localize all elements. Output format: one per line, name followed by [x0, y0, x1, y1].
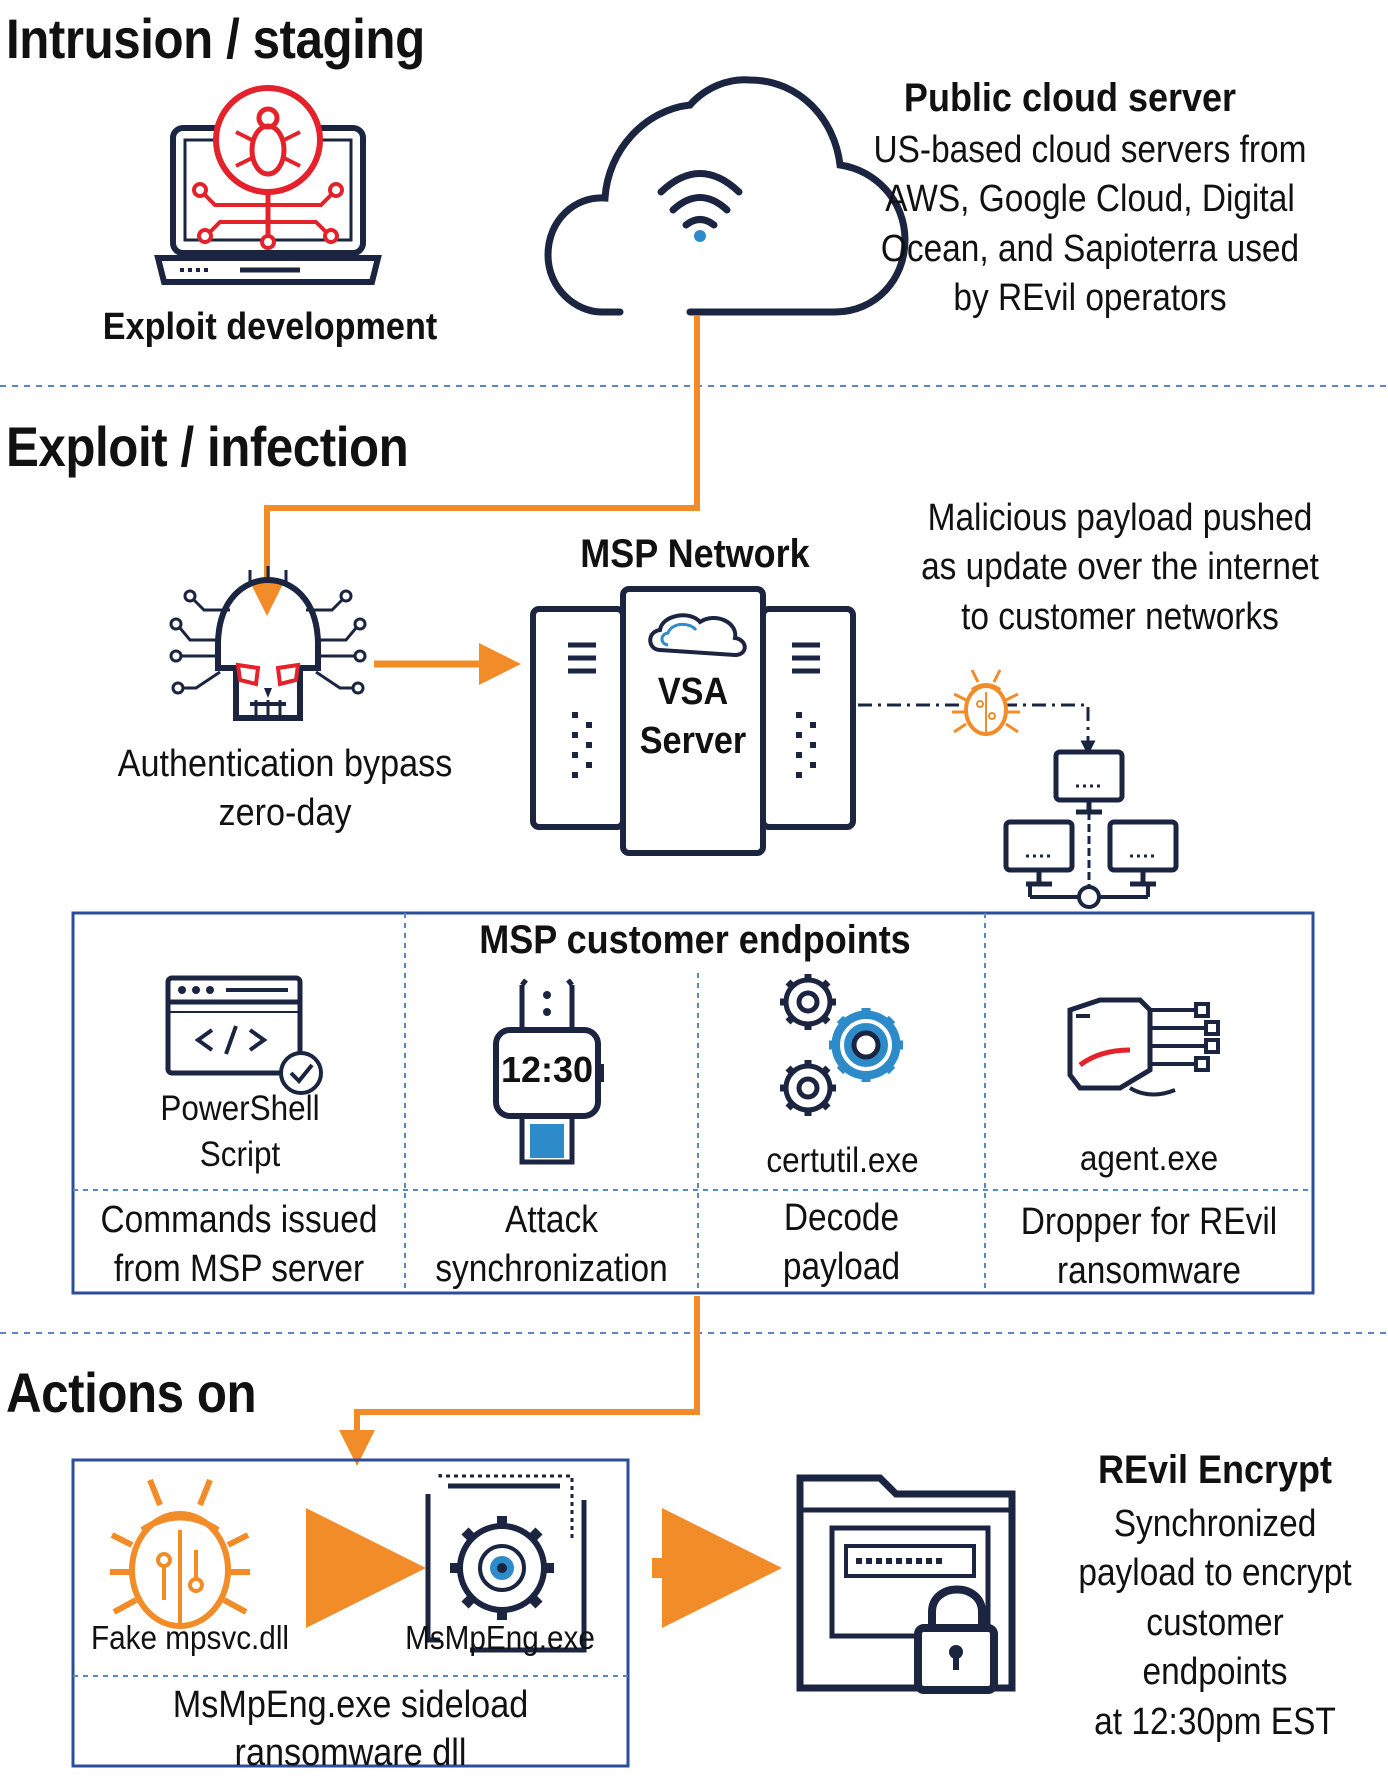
section-title-exploit: Exploit / infection: [6, 415, 409, 478]
connector-cloud-to-exploit: [249, 316, 700, 616]
cloud-wifi-icon: [544, 76, 909, 316]
encrypted-folder-icon: [796, 1474, 1016, 1694]
endpoints-table: [71, 911, 1315, 1295]
smartwatch-icon: [493, 978, 604, 1165]
endpoint-desc-dropper: Dropper for REvil ransomware: [1020, 1201, 1278, 1292]
endpoint-desc-commands: Commands issued from MSP server: [100, 1199, 378, 1290]
laptop-bug-icon: [154, 85, 382, 285]
certutil-label: certutil.exe: [766, 1141, 919, 1180]
encrypt-title: REvil Encrypt: [1097, 1448, 1333, 1492]
fake-dll-bug-icon: [110, 1478, 250, 1629]
vsa-server-label: VSA Server: [639, 671, 747, 763]
payload-note: Malicious payload pushed as update over …: [921, 497, 1319, 638]
powershell-label: PowerShell Script: [160, 1089, 320, 1174]
cloud-title: Public cloud server: [903, 76, 1237, 120]
auth-bypass-label: Authentication bypass zero-day: [117, 743, 453, 835]
endpoint-desc-decode: Decode payload: [782, 1197, 901, 1288]
agent-label: agent.exe: [1079, 1139, 1219, 1178]
exploit-development-label: Exploit development: [102, 306, 438, 348]
powershell-script-icon: [165, 975, 323, 1095]
sideload-description: MsMpEng.exe sideload ransomware dll: [172, 1684, 529, 1774]
skull-circuit-icon: [169, 566, 367, 721]
endpoints-title: MSP customer endpoints: [479, 918, 911, 962]
cloud-description: US-based cloud servers from AWS, Google …: [873, 129, 1307, 320]
actions-table: [71, 1458, 630, 1768]
msp-network-label: MSP Network: [580, 532, 810, 576]
section-title-intrusion: Intrusion / staging: [6, 7, 425, 70]
customer-network-icon: [1003, 749, 1179, 909]
section-title-actions: Actions on: [6, 1361, 257, 1424]
process-gear-icon: [425, 1474, 587, 1653]
fake-dll-label: Fake mpsvc.dll: [90, 1619, 290, 1656]
encrypt-description: Synchronized payload to encrypt customer…: [1078, 1503, 1352, 1743]
vsa-server-icon: [530, 586, 856, 856]
watch-time: 12:30: [500, 1049, 594, 1090]
connector-endpoints-to-actions: [339, 1296, 700, 1466]
gears-icon: [780, 974, 903, 1116]
payload-bug-icon: [952, 669, 1020, 736]
robot-hand-icon: [1067, 997, 1220, 1097]
endpoint-desc-sync: Attack synchronization: [435, 1199, 668, 1290]
msmpeng-label: MsMpEng.exe: [405, 1619, 595, 1656]
